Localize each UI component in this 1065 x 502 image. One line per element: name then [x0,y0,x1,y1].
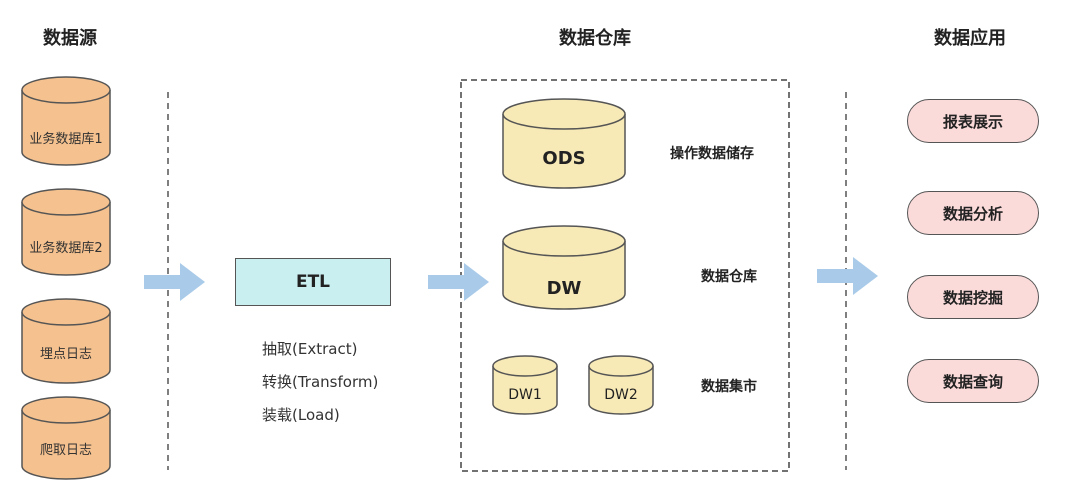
ods-cylinder [502,98,626,189]
dw-desc: 数据仓库 [701,269,757,285]
arrow-etl-to-warehouse [428,263,489,301]
apps-title: 数据应用 [934,28,1006,49]
app-data-query: 数据查询 [907,359,1039,403]
source-label-4: 爬取日志 [39,443,92,458]
source-label-3: 埋点日志 [39,347,92,362]
source-cylinder-3 [21,298,111,384]
etl-label: ETL [295,272,331,292]
source-label-2: 业务数据库2 [29,241,103,256]
dw1-label: DW1 [508,387,542,403]
dw-cylinder [502,225,626,310]
app-data-mining: 数据挖掘 [907,275,1039,319]
app-data-analysis: 数据分析 [907,191,1039,235]
app-report-display: 报表展示 [907,99,1039,143]
marts-desc: 数据集市 [701,379,757,395]
app-label: 数据分析 [942,204,1003,223]
source-cylinder-2 [21,188,111,276]
dw2-label: DW2 [604,387,638,403]
source-label-1: 业务数据库1 [29,132,103,147]
etl-step-transform: 转换(Transform) [262,373,379,391]
warehouse-title: 数据仓库 [559,28,631,49]
arrow-warehouse-to-apps [817,257,878,295]
app-label: 数据挖掘 [942,288,1003,307]
source-cylinder-1 [21,76,111,166]
etl-step-load: 装载(Load) [262,406,340,424]
source-cylinder-4 [21,396,111,480]
ods-label: ODS [542,148,586,169]
arrow-sources-to-etl [144,263,205,301]
etl-steps: 抽取(Extract) 转换(Transform) 装载(Load) [262,333,378,432]
ods-desc: 操作数据储存 [670,146,754,162]
dw2-cylinder [588,355,654,415]
app-label: 报表展示 [942,112,1003,131]
sources-title: 数据源 [43,28,97,49]
etl-step-extract: 抽取(Extract) [262,340,358,358]
dw-label: DW [546,278,582,299]
etl-box: ETL [235,258,391,306]
dw1-cylinder [492,355,558,415]
app-label: 数据查询 [942,372,1003,391]
